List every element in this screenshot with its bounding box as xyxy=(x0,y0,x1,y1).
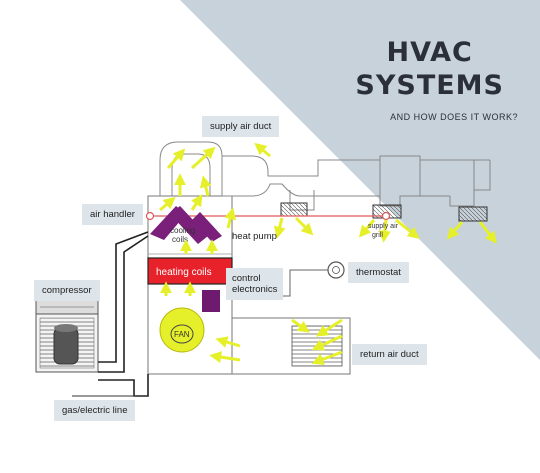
label-control-line-2: electronics xyxy=(232,284,278,295)
control-electronics-box xyxy=(202,290,220,312)
page-title: HVAC SYSTEMS xyxy=(355,36,504,102)
supply-grill-3 xyxy=(458,206,488,222)
label-heat-pump: heat pump xyxy=(232,231,277,242)
label-return-air-duct: return air duct xyxy=(352,344,427,365)
supply-air-grill-label: supply air xyxy=(368,223,399,230)
label-thermostat: thermostat xyxy=(348,262,409,283)
gas-electric-lines xyxy=(72,231,149,397)
heating-coils: heating coils xyxy=(147,257,233,285)
heating-coils-label: heating coils xyxy=(156,267,212,278)
cooling-coils-label: cooling xyxy=(170,226,195,235)
cooling-coils-label-2: coils xyxy=(172,235,188,244)
label-air-handler: air handler xyxy=(82,204,143,225)
label-supply-air-duct: supply air duct xyxy=(202,116,280,137)
fan: FAN xyxy=(159,307,205,353)
supply-air-grill-label-2: grill xyxy=(372,232,383,239)
background-triangle xyxy=(180,0,540,360)
supply-grills xyxy=(280,202,488,222)
supply-grill-1 xyxy=(280,202,308,217)
label-compressor: compressor xyxy=(34,280,100,301)
label-gas-electric-line: gas/electric line xyxy=(54,400,136,421)
control-red-line xyxy=(145,211,391,221)
title-line-1: HVAC xyxy=(386,37,473,68)
title-line-2: SYSTEMS xyxy=(355,70,504,101)
airflow-arrows xyxy=(159,142,497,366)
compressor-unit xyxy=(35,299,99,373)
label-control-electronics: control electronics xyxy=(226,268,284,300)
supply-duct-network xyxy=(159,141,491,211)
page-subtitle: AND HOW DOES IT WORK? xyxy=(390,112,518,122)
label-control-line-1: control xyxy=(232,273,261,284)
fan-label: FAN xyxy=(174,330,190,339)
